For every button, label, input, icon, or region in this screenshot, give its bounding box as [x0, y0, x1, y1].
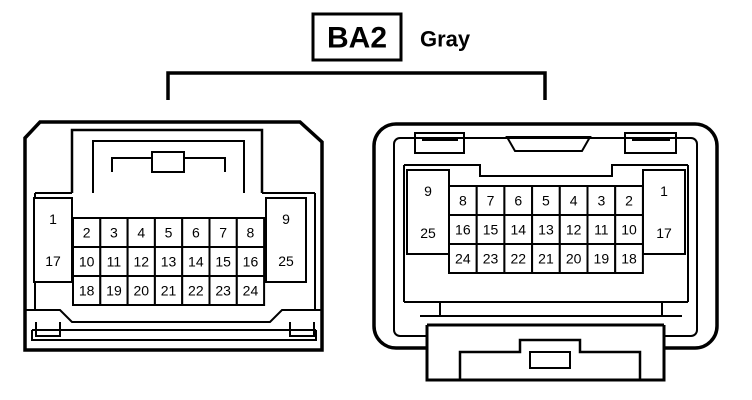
right-connector-top-notch [505, 136, 592, 152]
right-pin-16-cell [448, 214, 478, 245]
left-connector-bottom-rail [25, 309, 322, 341]
right-pin-19-label: 19 [594, 251, 610, 267]
left-pin-8-label: 8 [247, 225, 255, 241]
left-side-right-column [265, 197, 307, 283]
right-connector-cavity-outline [403, 164, 689, 303]
left-pin-20-label: 20 [133, 283, 149, 299]
left-pin-9-label: 9 [282, 211, 290, 227]
left-pin-15-label: 15 [215, 254, 231, 270]
left-pin-16-cell [235, 246, 266, 277]
right-pin-16-label: 16 [455, 222, 471, 238]
right-pin-14-label: 14 [510, 222, 526, 238]
left-connector-lock-tab [111, 151, 226, 173]
right-pin-3-cell [586, 185, 617, 216]
right-pin-7-label: 7 [487, 193, 495, 209]
left-pin-24-cell [235, 275, 266, 306]
left-pin-19-label: 19 [106, 283, 122, 299]
right-connector-ledge [420, 302, 682, 317]
right-pin-21-cell [531, 243, 561, 274]
left-pin-18-label: 18 [79, 283, 95, 299]
left-pin-7-cell [208, 217, 238, 248]
right-pin-11-cell [586, 214, 617, 245]
left-pin-25-label: 25 [278, 253, 294, 269]
left-pin-22-label: 22 [188, 283, 204, 299]
left-connector-lock-frame [70, 128, 264, 193]
left-pin-11-label: 11 [107, 254, 122, 270]
right-pin-18-cell [614, 243, 644, 274]
right-connector-latch [458, 338, 642, 380]
right-pin-8-label: 8 [459, 193, 467, 209]
left-connector-cavity [34, 192, 316, 310]
left-pin-22-cell [181, 275, 211, 306]
left-pin-24-label: 24 [243, 283, 259, 299]
bracket-line [166, 71, 547, 100]
left-pin-5-label: 5 [165, 225, 173, 241]
right-pin-5-cell [531, 185, 561, 216]
right-pin-9-label: 9 [424, 183, 432, 199]
connector-code: BA2 [327, 22, 387, 55]
left-connector-lock-inner [92, 140, 245, 193]
right-pin-12-label: 12 [566, 222, 582, 238]
left-pin-2-cell [72, 217, 102, 248]
left-pin-13-label: 13 [161, 254, 177, 270]
right-side-right-column [642, 169, 686, 255]
left-pin-13-cell [153, 246, 184, 277]
right-pin-23-label: 23 [483, 251, 499, 267]
right-connector-latch-pin [529, 351, 571, 369]
right-pin-15-label: 15 [483, 222, 499, 238]
left-pin-1-label: 1 [49, 211, 57, 227]
right-pin-1-label: 1 [660, 183, 668, 199]
right-pin-22-cell [503, 243, 534, 274]
right-pin-2-label: 2 [625, 193, 633, 209]
right-pin-10-label: 10 [621, 222, 637, 238]
right-side-left-column [406, 169, 450, 255]
left-pin-18-cell [72, 275, 102, 306]
left-pin-3-label: 3 [110, 225, 118, 241]
right-pin-5-label: 5 [542, 193, 550, 209]
left-connector-bottom-tabs [35, 322, 315, 337]
left-pin-17-label: 17 [45, 253, 61, 269]
right-connector-top-slot-right [624, 132, 677, 154]
left-pin-21-label: 21 [161, 283, 177, 299]
left-pin-14-label: 14 [188, 254, 204, 270]
left-pin-12-label: 12 [133, 254, 149, 270]
left-pin-23-label: 23 [215, 283, 231, 299]
right-pin-18-label: 18 [621, 251, 637, 267]
right-connector-top-slot-left [414, 132, 465, 154]
right-pin-3-label: 3 [597, 193, 605, 209]
left-pin-19-cell [99, 275, 129, 306]
right-pin-20-label: 20 [566, 251, 582, 267]
right-pin-4-label: 4 [570, 193, 578, 209]
left-pin-5-cell [153, 217, 184, 248]
left-pin-10-label: 10 [79, 254, 95, 270]
left-pin-10-cell [72, 246, 102, 277]
right-pin-24-label: 24 [455, 251, 471, 267]
right-pin-11-label: 11 [594, 222, 609, 238]
left-pin-6-label: 6 [192, 225, 200, 241]
left-pin-7-label: 7 [219, 225, 227, 241]
right-pin-22-label: 22 [510, 251, 526, 267]
right-pin-13-label: 13 [538, 222, 554, 238]
right-pin-17-label: 17 [656, 225, 672, 241]
right-pin-21-label: 21 [538, 251, 554, 267]
left-side-left-column [33, 197, 73, 283]
right-connector-pins: 9 25 1 17 8 7 6 5 4 3 2 16 15 14 13 12 11 10 24 23 22 21 20 19 1… [406, 169, 686, 274]
connector-color: Gray [420, 27, 471, 52]
left-pin-21-cell [153, 275, 184, 306]
left-pin-2-label: 2 [83, 225, 91, 241]
right-pin-24-cell [448, 243, 478, 274]
left-pin-4-label: 4 [137, 225, 145, 241]
right-pin-6-label: 6 [514, 193, 522, 209]
title-box [311, 12, 403, 62]
right-pin-25-label: 25 [420, 225, 436, 241]
left-pin-16-label: 16 [243, 254, 259, 270]
